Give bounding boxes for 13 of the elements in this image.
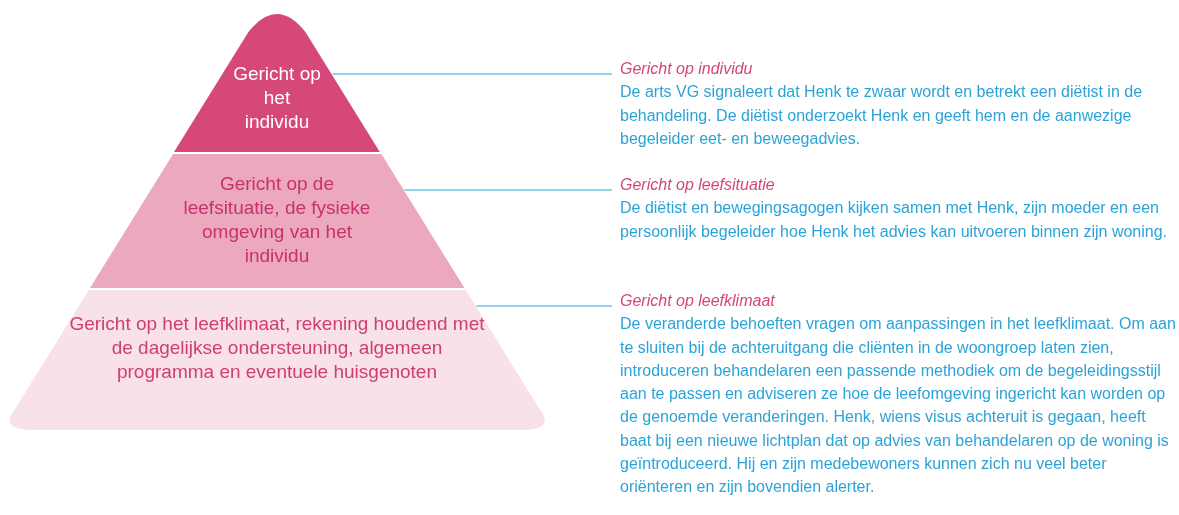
tier-label: Gericht op het leefklimaat, rekening houdend met de dagelijkse ondersteuning, algemeen programma en eventuele huisgenoten: [68, 312, 486, 384]
leader-line: [475, 305, 613, 307]
leader-line: [331, 73, 613, 75]
example-heading: Gericht op leefsituatie: [620, 175, 776, 195]
pyramid-middle-tier: [89, 154, 465, 288]
tier-label: Gericht op het individu: [232, 62, 322, 134]
example-heading: Gericht op individu: [620, 59, 754, 79]
tier-label: Gericht op de leefsituatie, de fysieke omgeving van het individu: [182, 172, 372, 268]
example-heading: Gericht op leefklimaat: [620, 291, 776, 311]
leader-line: [403, 189, 613, 191]
example-text: De arts VG signaleert dat Henk te zwaar wordt en betrekt een diëtist in de behandeling. De diëtist onderzoekt Henk en geeft hem en de aanwezige begeleider eet- en beweegadvies.: [620, 82, 1144, 149]
example-text: De diëtist en bewegingsagogen kijken samen met Henk, zijn moeder en een persoonlijk begeleider hoe Henk het advies kan uitvoeren binnen zijn woning.: [620, 198, 1169, 242]
example-text: De veranderde behoeften vragen om aanpassingen in het leefklimaat. Om aan te sluiten bij de achteruitgang die cliënten in de woongroep laten zien, introduceren behandelaren een passende methodiek om de begeleidingsstijl aan te passen en adviseren ze hoe de leefomgeving ingericht kan worden op de genoemde veranderingen. Henk, wiens visus achteruit is gegaan, heeft baat bij een nieuwe lichtplan dat op advies van behandelaren op de woning is geïntroduceerd. Hij en zijn medebewoners kunnen zich nu veel beter oriënteren en zijn bovendien alerter.: [620, 314, 1176, 498]
